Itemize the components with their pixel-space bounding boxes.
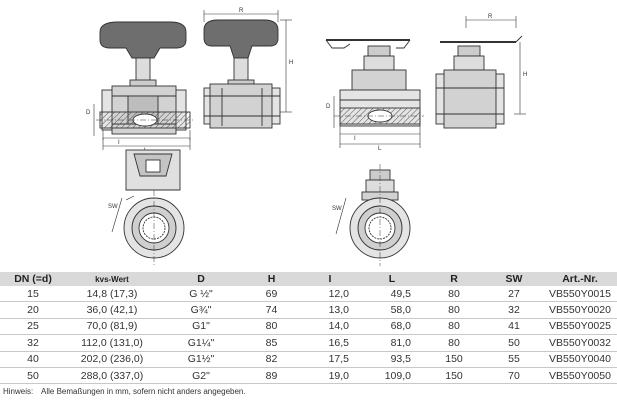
cell-sw: 70 — [485, 367, 543, 385]
cell-i: 13,0 — [299, 301, 361, 319]
table-row: 25 70,0 (81,9) G1" 80 14,0 68,0 80 41 VB… — [0, 318, 617, 336]
table-row: 20 36,0 (42,1) G¾" 74 13,0 58,0 80 32 VB… — [0, 301, 617, 319]
drawing-front-lever — [325, 39, 424, 148]
cell-h: 69 — [244, 286, 299, 303]
cell-l: 81,0 — [361, 334, 423, 352]
cell-r: 80 — [423, 286, 485, 303]
drawing-side-lever — [435, 16, 526, 129]
cell-h: 80 — [244, 318, 299, 336]
cell-r: 150 — [423, 351, 485, 368]
cell-sw: 55 — [485, 351, 543, 368]
cell-art-nr: VB550Y0025 — [543, 318, 617, 336]
cell-art-nr: VB550Y0032 — [543, 334, 617, 352]
cell-i: 12,0 — [299, 286, 361, 303]
cell-sw: 27 — [485, 286, 543, 303]
table-row: 15 14,8 (17,3) G ½" 69 12,0 49,5 80 27 V… — [0, 286, 617, 303]
dim-label-sw-1: SW — [108, 204, 118, 210]
footnote-text: Alle Bemaßungen in mm, sofern nicht ande… — [41, 387, 246, 396]
technical-drawings: D I L R H SW — [86, 8, 527, 266]
cell-r: 80 — [423, 334, 485, 352]
cell-h: 89 — [244, 367, 299, 385]
drawing-top-sw-2 — [335, 164, 411, 266]
cell-sw: 41 — [485, 318, 543, 336]
cell-dn: 32 — [0, 334, 66, 352]
col-header-r: R — [423, 272, 485, 286]
cell-art-nr: VB550Y0020 — [543, 301, 617, 319]
drawing-top-sw-1 — [111, 149, 185, 266]
cell-kvs: 288,0 (337,0) — [66, 367, 158, 385]
cell-kvs: 36,0 (42,1) — [66, 301, 158, 319]
cell-l: 68,0 — [361, 318, 423, 336]
table-header-row: DN (=d) kvs-Wert D H I L R SW Art.-Nr. — [0, 272, 617, 286]
cell-l: 93,5 — [361, 351, 423, 368]
cell-i: 14,0 — [299, 318, 361, 336]
cell-d: G¾" — [158, 301, 244, 319]
dim-label-i-2: I — [354, 136, 356, 142]
col-header-d: D — [158, 272, 244, 286]
cell-r: 80 — [423, 318, 485, 336]
cell-h: 74 — [244, 301, 299, 319]
cell-sw: 50 — [485, 334, 543, 352]
dim-label-i-1: I — [118, 140, 120, 146]
cell-dn: 50 — [0, 367, 66, 385]
cell-l: 109,0 — [361, 367, 423, 385]
footnote: Hinweis: Alle Bemaßungen in mm, sofern n… — [3, 387, 252, 396]
cell-d: G1¼" — [158, 334, 244, 352]
cell-d: G ½" — [158, 286, 244, 303]
col-header-sw: SW — [485, 272, 543, 286]
cell-r: 80 — [423, 301, 485, 319]
table-row: 32 112,0 (131,0) G1¼" 85 16,5 81,0 80 50… — [0, 334, 617, 352]
cell-h: 85 — [244, 334, 299, 352]
col-header-dn: DN (=d) — [0, 272, 66, 286]
cell-dn: 40 — [0, 351, 66, 368]
cell-h: 82 — [244, 351, 299, 368]
table-row: 40 202,0 (236,0) G1½" 82 17,5 93,5 150 5… — [0, 351, 617, 368]
dim-label-d-2: D — [326, 104, 331, 110]
col-header-kvs: kvs-Wert — [66, 272, 158, 286]
cell-kvs: 70,0 (81,9) — [66, 318, 158, 336]
dim-label-h-2: H — [523, 72, 527, 78]
drawing-side-t-handle — [203, 10, 292, 129]
col-header-i: I — [299, 272, 361, 286]
cell-dn: 25 — [0, 318, 66, 336]
drawing-front-t-handle — [93, 21, 194, 150]
cell-i: 19,0 — [299, 367, 361, 385]
cell-kvs: 202,0 (236,0) — [66, 351, 158, 368]
cell-l: 49,5 — [361, 286, 423, 303]
col-header-art-nr: Art.-Nr. — [543, 272, 617, 286]
cell-l: 58,0 — [361, 301, 423, 319]
cell-art-nr: VB550Y0050 — [543, 367, 617, 385]
cell-sw: 32 — [485, 301, 543, 319]
col-header-h: H — [244, 272, 299, 286]
cell-dn: 20 — [0, 301, 66, 319]
cell-kvs: 14,8 (17,3) — [66, 286, 158, 303]
cell-r: 150 — [423, 367, 485, 385]
footnote-label: Hinweis: — [3, 387, 34, 396]
table-row: 50 288,0 (337,0) G2" 89 19,0 109,0 150 7… — [0, 367, 617, 385]
cell-d: G1" — [158, 318, 244, 336]
dim-label-r-2: R — [488, 14, 493, 20]
cell-art-nr: VB550Y0015 — [543, 286, 617, 303]
cell-i: 16,5 — [299, 334, 361, 352]
cell-dn: 15 — [0, 286, 66, 303]
specs-table: DN (=d) kvs-Wert D H I L R SW Art.-Nr. 1… — [0, 272, 617, 385]
dim-label-h-1: H — [289, 60, 293, 66]
cell-art-nr: VB550Y0040 — [543, 351, 617, 368]
dim-label-d: D — [86, 110, 91, 116]
cell-d: G2" — [158, 367, 244, 385]
cell-i: 17,5 — [299, 351, 361, 368]
dim-label-sw-2: SW — [332, 206, 342, 212]
dim-label-r-1: R — [239, 8, 244, 14]
col-header-l: L — [361, 272, 423, 286]
cell-kvs: 112,0 (131,0) — [66, 334, 158, 352]
dim-label-l-2: L — [378, 146, 382, 152]
cell-d: G1½" — [158, 351, 244, 368]
